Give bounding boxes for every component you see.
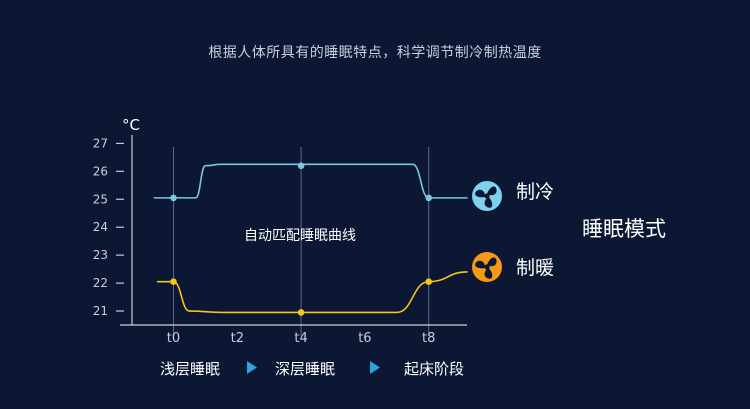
x-tick-label: t4 <box>294 331 307 346</box>
heating-series-line <box>156 271 468 314</box>
x-tick-label: t0 <box>167 331 180 346</box>
y-tick-label: 25 <box>93 192 108 206</box>
x-tick-label: t8 <box>422 331 435 346</box>
y-tick-label: 27 <box>93 136 108 150</box>
cooling-point <box>170 194 177 202</box>
fan-icon <box>472 252 502 282</box>
phase-wake-up: 起床阶段 <box>404 360 465 378</box>
heating-point <box>297 309 305 316</box>
y-tick-label: 21 <box>93 304 108 318</box>
x-tick-label: t6 <box>358 331 371 346</box>
subtitle: 根据人体所具有的睡眠特点，科学调节制冷制热温度 <box>208 45 542 61</box>
play-arrow-icon <box>247 361 257 374</box>
x-tick-label: t2 <box>231 331 244 346</box>
y-axis-label: °C <box>122 116 140 134</box>
curve-annotation: 自动匹配睡眠曲线 <box>244 228 356 244</box>
cooling-point <box>297 162 305 170</box>
y-tick-label: 22 <box>93 276 108 290</box>
mode-title: 睡眠模式 <box>582 217 666 241</box>
y-tick-label: 24 <box>93 220 108 234</box>
phase-light-sleep: 浅层睡眠 <box>160 360 221 378</box>
cooling-point <box>425 194 433 202</box>
heating-point <box>425 278 433 285</box>
y-tick-label: 26 <box>93 164 108 178</box>
phase-deep-sleep: 深层睡眠 <box>275 360 336 378</box>
cooling-series-line <box>153 163 468 199</box>
heating-point <box>170 278 177 285</box>
play-arrow-icon <box>370 361 380 374</box>
legend-heating-label: 制暖 <box>516 257 555 279</box>
legend-cooling-label: 制冷 <box>516 181 555 203</box>
y-tick-label: 23 <box>93 248 108 262</box>
fan-icon <box>472 181 502 211</box>
